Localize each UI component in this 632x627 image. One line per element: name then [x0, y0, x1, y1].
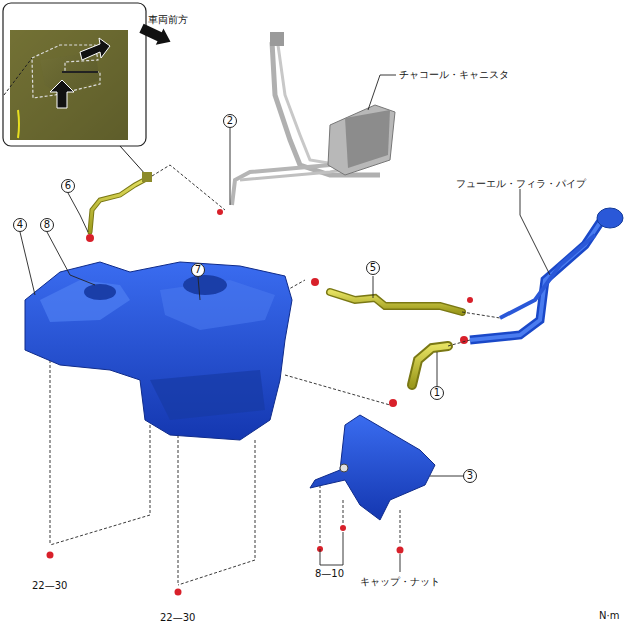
callout-number: 3	[463, 469, 477, 483]
part-label: チャコール・キャニスタ	[398, 69, 510, 80]
callout-number: 2	[223, 114, 237, 128]
part-label: 8—10	[314, 568, 345, 579]
heat-shield	[310, 415, 435, 520]
hose-1	[389, 346, 448, 407]
part-label: 車両前方	[147, 14, 189, 25]
callout-number: 4	[13, 218, 27, 232]
part-label: 22—30	[159, 612, 196, 623]
part-label: キャップ・ナット	[359, 576, 441, 587]
callout-text: 5	[370, 263, 376, 273]
part-label: N·m	[598, 610, 620, 621]
callout-text: 1	[434, 388, 440, 398]
callout-number: 7	[191, 263, 205, 277]
callout-text: 4	[17, 220, 23, 230]
callout-text: 3	[467, 471, 473, 481]
part-label: 22—30	[31, 580, 68, 591]
callout-text: 6	[65, 181, 71, 191]
bolts	[47, 525, 404, 596]
hose-5	[311, 278, 462, 312]
callout-number: 8	[40, 218, 54, 232]
fuel-tank	[25, 262, 292, 440]
charcoal-canister	[217, 32, 395, 215]
callout-number: 5	[366, 261, 380, 275]
part-label: フューエル・フィラ・パイプ	[455, 178, 587, 189]
leader-lines	[20, 75, 550, 572]
callout-text: 8	[44, 220, 50, 230]
dashed-guide	[152, 165, 225, 210]
fuel-filler-pipe	[460, 208, 623, 344]
callout-number: 1	[430, 386, 444, 400]
callout-text: 7	[195, 265, 201, 275]
detail-inset	[3, 3, 174, 175]
callout-text: 2	[227, 116, 233, 126]
callout-number: 6	[61, 179, 75, 193]
hose-6	[86, 172, 152, 242]
